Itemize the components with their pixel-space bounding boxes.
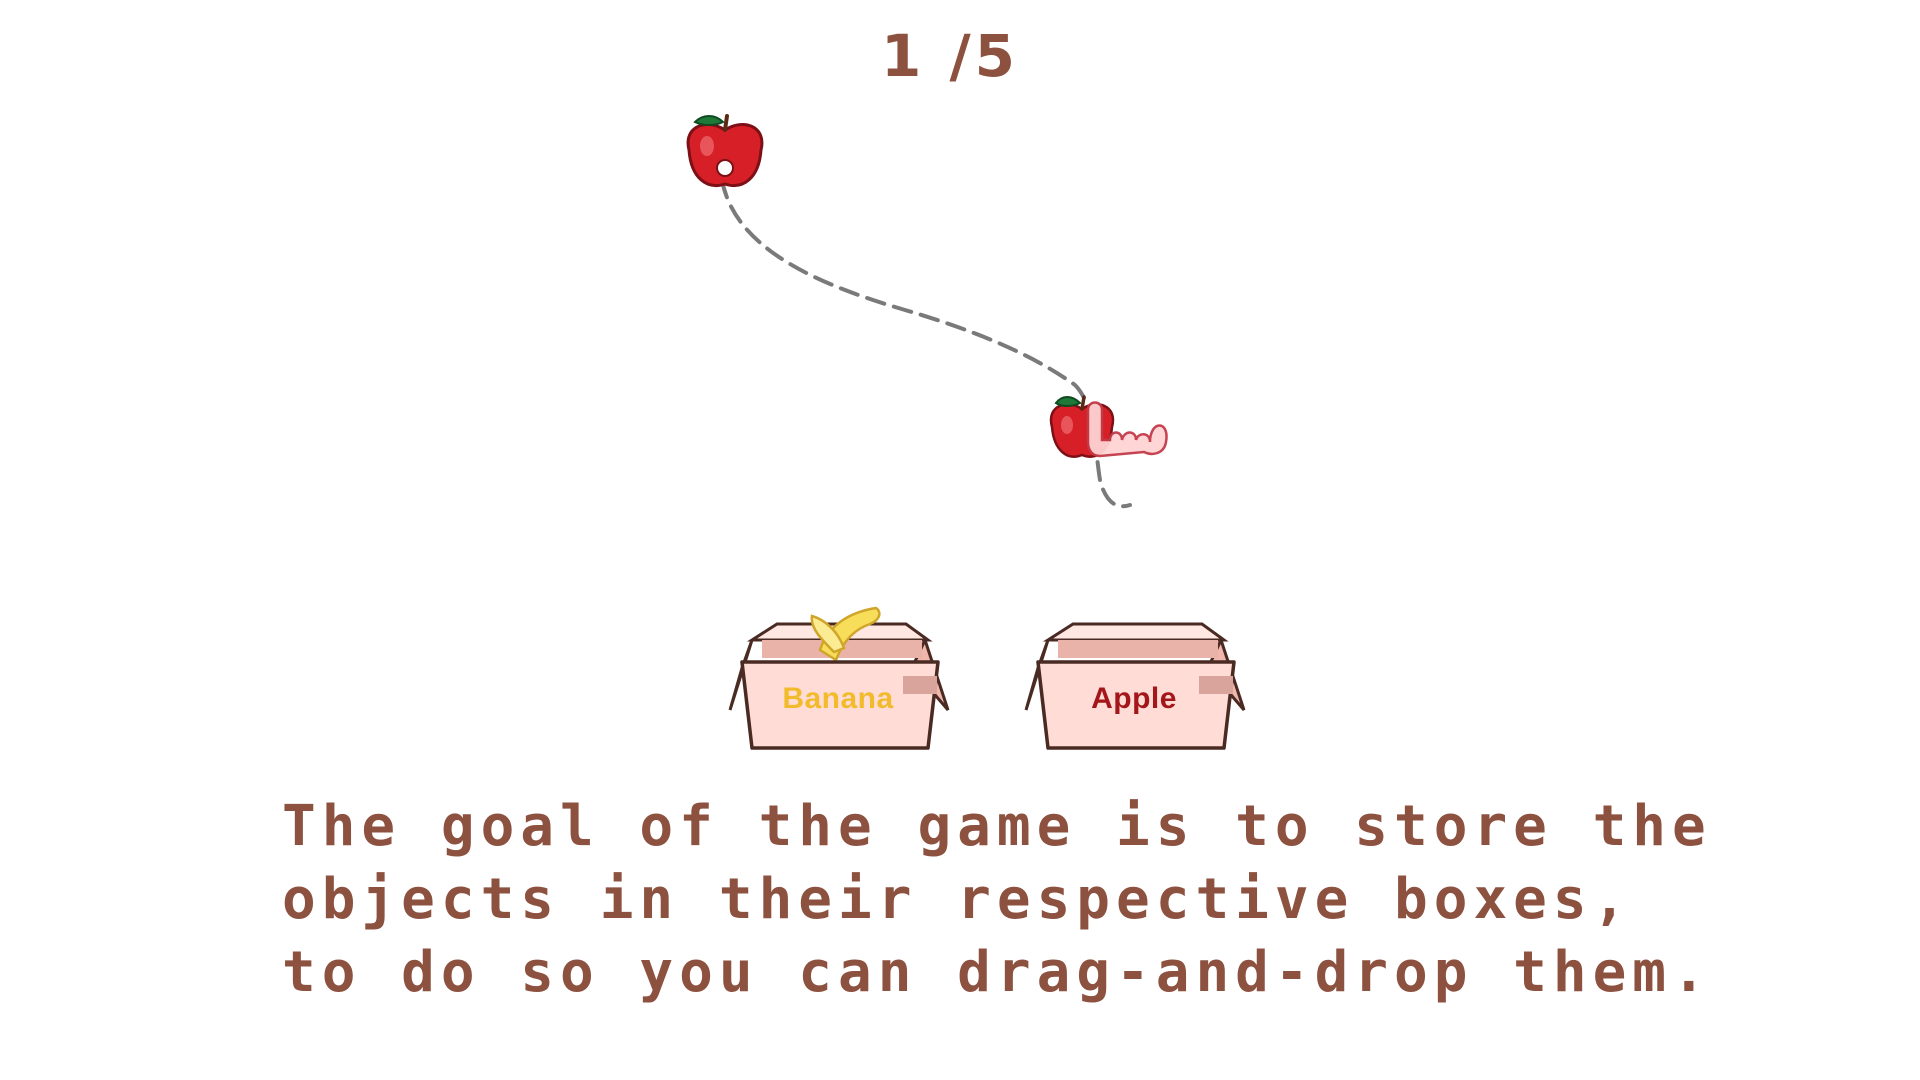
leaf-icon [693,115,725,126]
banana-box[interactable]: Banana [728,606,950,750]
progress-counter: 1 /5 [880,22,1020,90]
draggable-apple[interactable] [686,114,764,187]
banana-icon [810,606,881,662]
banana-box-label: Banana [782,682,893,715]
hand-pointer-icon [1086,401,1168,458]
instructions-text: The goal of the game is to store the obj… [282,794,1712,1005]
drag-path [720,178,1132,509]
apple-box-label: Apple [1091,682,1177,715]
apple-box[interactable]: Apple [1024,622,1246,750]
